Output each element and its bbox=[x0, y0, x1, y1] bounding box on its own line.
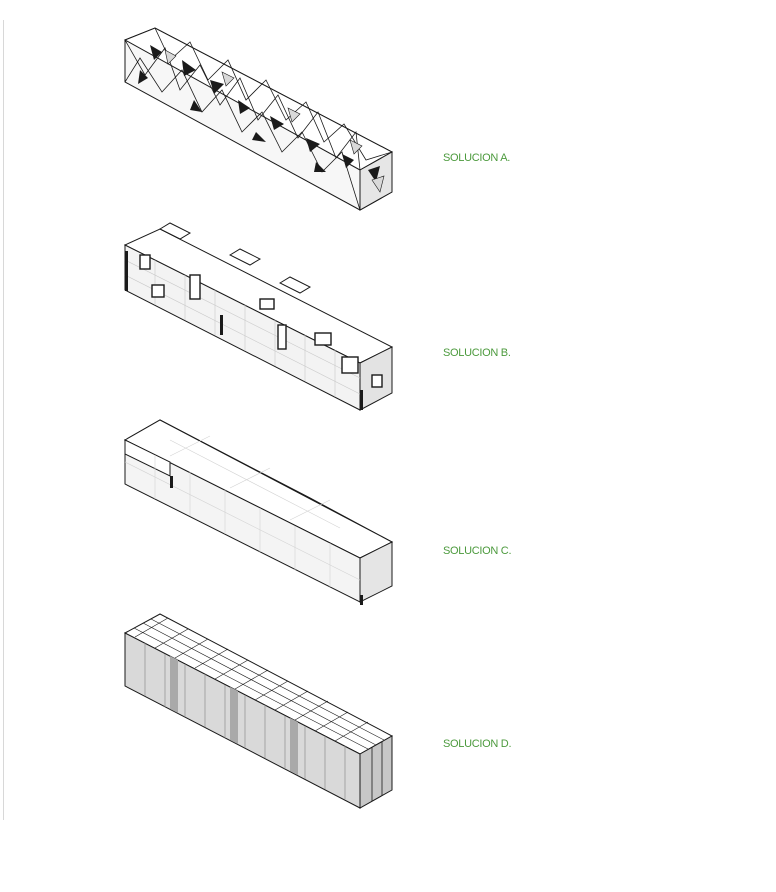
axonometric-block-c bbox=[110, 410, 410, 610]
label-solucion-b: SOLUCION B. bbox=[443, 347, 511, 359]
axonometric-block-d bbox=[110, 608, 410, 818]
label-solucion-c: SOLUCION C. bbox=[443, 545, 512, 557]
label-solucion-a: SOLUCION A. bbox=[443, 152, 510, 164]
page-edge-line bbox=[3, 20, 4, 820]
block-c-drawing bbox=[123, 419, 394, 605]
block-b-drawing bbox=[123, 222, 394, 411]
axonometric-block-a bbox=[110, 20, 410, 230]
block-d-drawing bbox=[123, 613, 394, 809]
axonometric-block-b bbox=[110, 215, 410, 415]
block-a-drawing bbox=[123, 27, 394, 211]
label-solucion-d: SOLUCION D. bbox=[443, 738, 512, 750]
